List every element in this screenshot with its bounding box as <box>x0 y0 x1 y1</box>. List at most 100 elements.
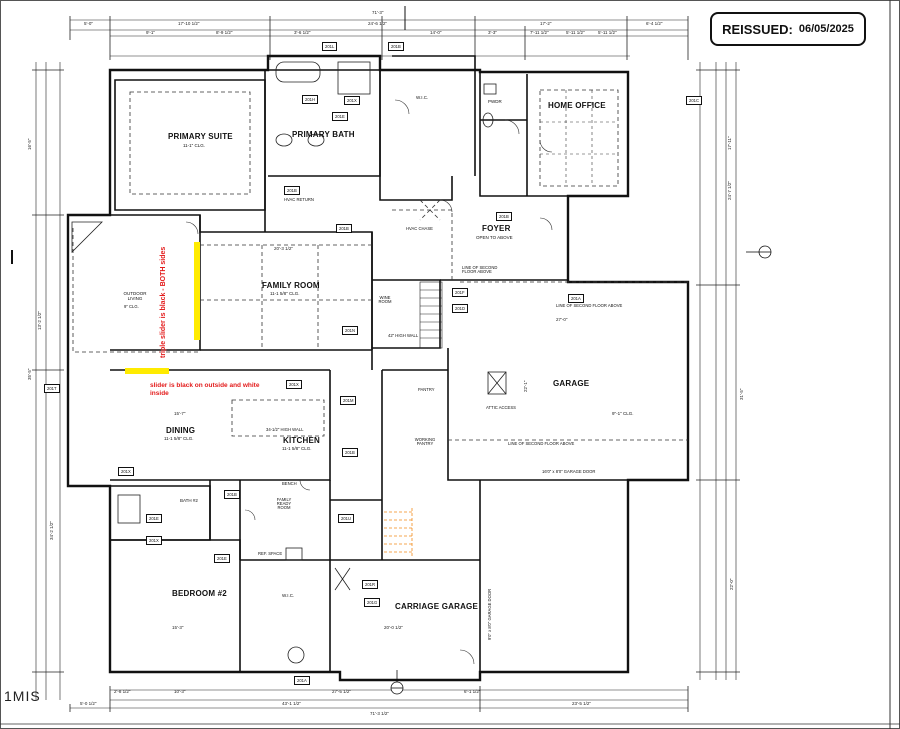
dim-left-a: 16'-5" <box>27 138 32 150</box>
room-family-ready-room: FAMILY READY ROOM <box>276 497 292 511</box>
dim-right-b: 31'-5" <box>739 388 744 400</box>
note-line-second-floor-1: LINE OF SECOND FLOOR ABOVE <box>462 265 498 275</box>
room-pwdr: PWDR <box>488 99 502 104</box>
reissued-label: REISSUED: <box>722 21 793 37</box>
room-home-office: HOME OFFICE <box>548 101 606 110</box>
dim-top-total: 71'-3" <box>372 10 384 15</box>
tag-201x: 201X <box>344 96 360 105</box>
reissued-date: 06/05/2025 <box>798 23 854 35</box>
tag-201b-6: 201B <box>224 490 240 499</box>
note-hvac-chase: HVAC CHASE <box>406 226 433 231</box>
dim-top2-h: 5'-11 1/2" <box>598 30 617 35</box>
dim-top2-f: 7'-11 1/2" <box>530 30 549 35</box>
room-primary-bath: PRIMARY BATH <box>292 130 355 139</box>
tag-201h: 201H <box>302 95 319 104</box>
dim-left-c: 34'-2 1/2" <box>49 521 54 540</box>
tag-201d: 201D <box>452 304 469 313</box>
tag-201e-3: 201E <box>214 554 230 563</box>
note-triple-slider: triple slider is black - BOTH sides <box>160 246 167 358</box>
note-slider-color: slider is black on outside and white ins… <box>150 382 260 398</box>
room-kitchen-ceiling: 11-1 5/8" CLG. <box>282 446 312 451</box>
note-line-second-floor-2: LINE OF SECOND FLOOR ABOVE <box>556 303 623 308</box>
tag-201t: 201T <box>44 384 60 393</box>
room-wine-room: WINE ROOM <box>378 295 392 305</box>
room-primary-suite-ceiling: 11-1" CLG. <box>183 143 206 148</box>
dim-right-d: 17'-11" <box>727 136 732 150</box>
dim-bot-b: 43'-1 1/2" <box>282 701 301 706</box>
scale-tag: 1MIS <box>4 688 41 704</box>
dim-top-e: 6'-4 1/2" <box>646 21 663 26</box>
dim-top-a: 5'-0" <box>84 21 93 26</box>
note-line-second-floor-3: LINE OF SECOND FLOOR ABOVE <box>508 441 575 446</box>
dim-bot-total: 71'-3 1/2" <box>370 711 389 716</box>
dim-top-c: 24'-6 1/2" <box>368 21 387 26</box>
tag-201m: 201R <box>362 580 379 589</box>
tag-201x-3: 201X <box>118 467 134 476</box>
dim-top2-g: 5'-11 1/2" <box>566 30 585 35</box>
dim-top-b: 17'-10 1/2" <box>178 21 200 26</box>
tag-201b-5: 201B <box>342 448 358 457</box>
dim-garage-w: 27'-0" <box>556 317 568 322</box>
tag-201n: 201N <box>342 326 359 335</box>
dim-bed2-w: 15'-3" <box>172 625 184 630</box>
note-bench: BENCH <box>282 481 297 486</box>
tag-201f: 201F <box>452 288 468 297</box>
tag-201e-2: 201E <box>146 514 162 523</box>
room-foyer-note: OPEN TO ABOVE <box>476 235 513 240</box>
room-family-room: FAMILY ROOM <box>262 281 320 290</box>
room-dining-ceiling: 11-1 5/8" CLG. <box>164 436 194 441</box>
note-carriage-door: 9'0" x 8'0" GARAGE DOOR <box>487 588 492 640</box>
room-carriage-garage: CARRIAGE GARAGE <box>395 602 479 611</box>
tag-201b: 201B <box>388 42 404 51</box>
dim-right-a: 24'-7 1/2" <box>727 181 732 200</box>
dim-garage-d: 22'-1" <box>523 380 528 392</box>
note-attic-access: ATTIC ACCESS <box>486 405 516 410</box>
dim-top2-d: 14'-0" <box>430 30 442 35</box>
dim-left-b: 35'-5" <box>27 368 32 380</box>
room-family-room-ceiling: 11-1 5/8" CLG. <box>270 291 300 296</box>
dim-right-c: 22'-0" <box>729 578 734 590</box>
dim-bot2-d: 6'-1 1/2" <box>464 689 481 694</box>
dim-top2-a: 9'-1" <box>146 30 155 35</box>
room-bath2: BATH #2 <box>180 498 198 503</box>
dim-bot2-b: 10'-3" <box>174 689 186 694</box>
dim-bot2-c: 27'-5 1/2" <box>332 689 351 694</box>
dim-dining-w: 15'-7" <box>174 411 186 416</box>
note-island: 34-1/2" HIGH WALL <box>266 427 304 432</box>
tag-201c: 201C <box>686 96 703 105</box>
tag-201b-4: 201B <box>496 212 512 221</box>
room-working-pantry: WORKING PANTRY <box>414 437 436 447</box>
dim-top2-b: 8'-9 1/2" <box>216 30 233 35</box>
dim-bot2-a: 2'-8 1/2" <box>114 689 131 694</box>
note-garage-door: 16'0" x 8'0" GARAGE DOOR <box>542 469 596 474</box>
dim-carriage-w: 20'-0 1/2" <box>384 625 403 630</box>
tag-201a-2: 201A <box>294 676 310 685</box>
room-outdoor-living: OUTDOOR LIVING <box>123 291 147 301</box>
tag-201a: 201A <box>568 294 584 303</box>
dim-left-d: 13'-2 1/2" <box>37 311 42 330</box>
tag-201b-2: 201B <box>284 186 300 195</box>
note-fridge-space: REF. SPACE <box>258 551 283 556</box>
room-pantry: PANTRY <box>418 387 435 392</box>
tag-201x-4: 201X <box>146 536 162 545</box>
note-high-wall: 42" HIGH WALL <box>388 333 419 338</box>
dim-bot-a: 5'-0 1/2" <box>80 701 97 706</box>
dim-top2-e: 3'-3" <box>488 30 497 35</box>
tag-201x-2: 201X <box>286 380 302 389</box>
dim-top2-c: 3'-6 1/2" <box>294 30 311 35</box>
reissued-stamp: REISSUED: 06/05/2025 <box>710 12 866 46</box>
dim-family-w: 20'-3 1/2" <box>274 246 293 251</box>
tag-201b-3: 201B <box>336 224 352 233</box>
room-wic-upper: W.I.C. <box>416 95 429 100</box>
room-garage: GARAGE <box>553 379 590 388</box>
room-dining: DINING <box>166 426 196 435</box>
room-garage-ceiling: 9"-1" CLG. <box>612 411 634 416</box>
tag-201l: 201M <box>340 396 357 405</box>
tag-201e: 201E <box>332 112 348 121</box>
room-kitchen: KITCHEN <box>283 436 320 445</box>
room-outdoor-living-ceiling: 9" CLG. <box>124 304 139 309</box>
room-foyer: FOYER <box>482 224 511 233</box>
room-primary-suite: PRIMARY SUITE <box>168 132 233 141</box>
tag-201g: 201G <box>364 598 381 607</box>
